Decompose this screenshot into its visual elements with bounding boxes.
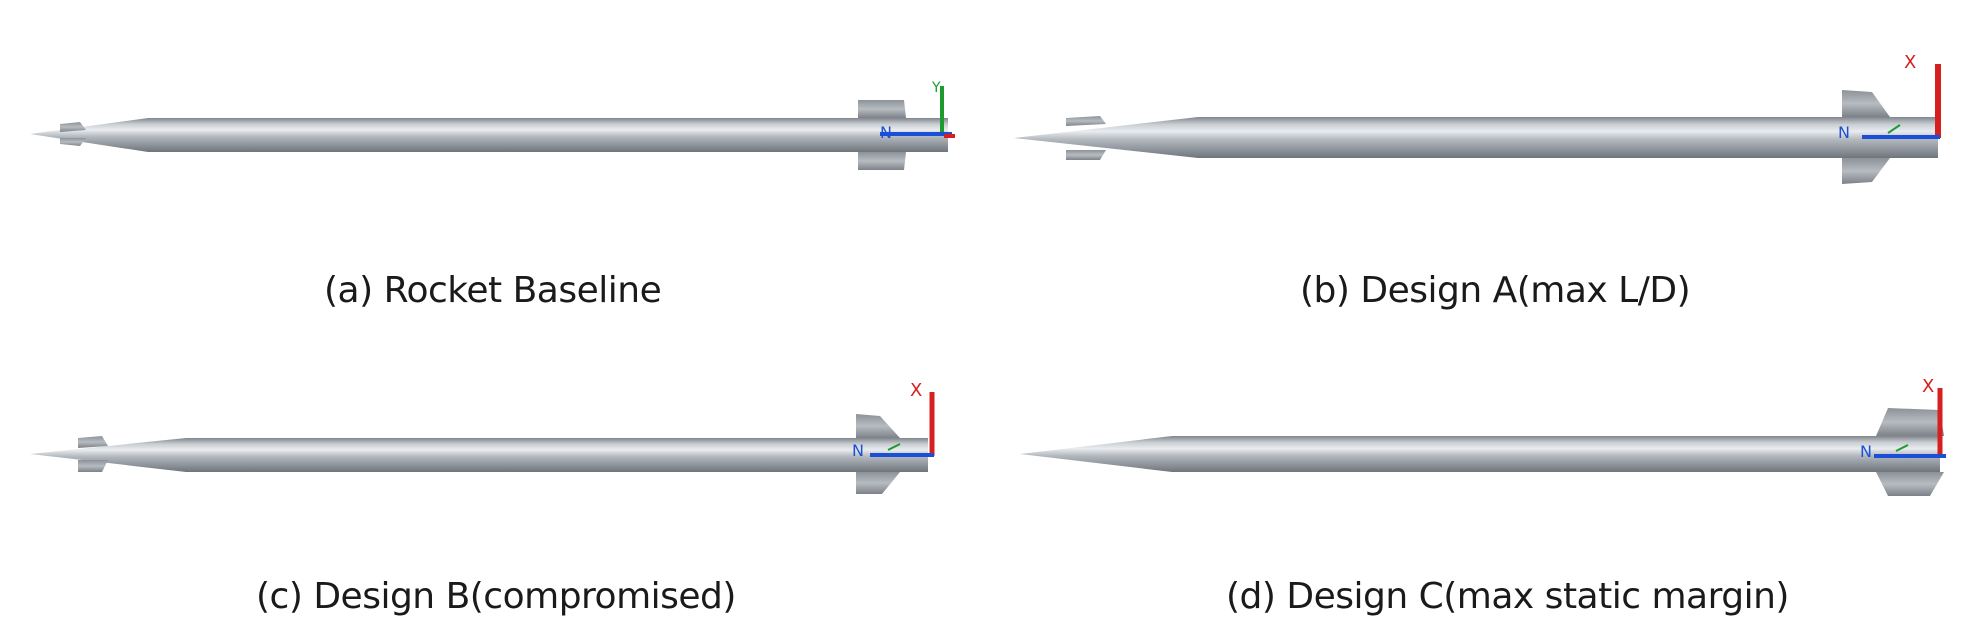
- caption-a: (a) Rocket Baseline: [324, 270, 662, 311]
- axis-label-primary: N: [1838, 123, 1850, 142]
- rocket-body-tube: [148, 118, 948, 152]
- rocket-body-tube: [1172, 436, 1940, 472]
- axis-secondary: [887, 443, 901, 451]
- rocket-tail-fin: [856, 414, 900, 438]
- rocket-nose-cone: [1020, 436, 1172, 472]
- axis-label-tertiary: X: [910, 380, 922, 401]
- rocket-tail-fin: [1842, 90, 1890, 117]
- rocket-panel-c: N X (c) Design B(compromised): [0, 320, 980, 625]
- axis-label-primary: N: [1860, 442, 1872, 461]
- design-b-model: N X: [30, 380, 935, 494]
- rocket-tail-fin: [1876, 408, 1944, 436]
- axis-secondary: [1895, 444, 1909, 452]
- rocket-nose-cone: [1014, 117, 1198, 158]
- rocket-body-tube: [1198, 117, 1938, 158]
- rocket-canard: [60, 122, 86, 132]
- caption-d: (d) Design C(max static margin): [1226, 576, 1789, 617]
- axis-label-tertiary: X: [1922, 376, 1934, 397]
- rocket-canard: [78, 460, 108, 472]
- rocket-tail-fin: [1842, 158, 1890, 184]
- rocket-panel-a: N Y (a) Rocket Baseline: [0, 0, 980, 312]
- axis-secondary: [1887, 124, 1901, 134]
- rocket-panel-d: N X (d) Design C(max static margin): [1000, 320, 1965, 625]
- rocket-canard: [1066, 150, 1106, 160]
- rocket-canard: [78, 436, 108, 448]
- axis-label-secondary: Y: [931, 80, 941, 96]
- rocket-panel-b: N X (b) Design A(max L/D): [1000, 0, 1965, 312]
- rocket-baseline-model: N Y: [30, 80, 955, 170]
- axis-label-primary: N: [880, 123, 892, 142]
- design-a-model: N X: [1014, 52, 1941, 184]
- rocket-canard: [1066, 116, 1106, 126]
- rocket-tail-fin: [858, 152, 906, 170]
- rocket-nose-cone: [30, 438, 186, 472]
- axis-label-tertiary: X: [1904, 52, 1916, 73]
- rocket-tail-fin: [856, 472, 900, 494]
- rocket-tail-fin: [858, 100, 906, 118]
- axis-label-primary: N: [852, 441, 864, 460]
- rocket-nose-cone: [30, 118, 148, 152]
- rocket-canard: [60, 138, 86, 146]
- rocket-body-tube: [186, 438, 928, 472]
- rocket-tail-fin: [1876, 472, 1944, 496]
- caption-c: (c) Design B(compromised): [256, 576, 736, 617]
- caption-b: (b) Design A(max L/D): [1300, 270, 1691, 311]
- design-c-model: N X: [1020, 376, 1946, 496]
